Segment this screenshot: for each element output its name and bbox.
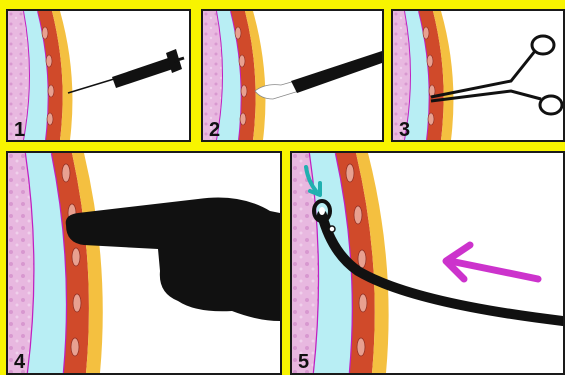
panel-5-chest-tube: 5 xyxy=(290,151,565,375)
panel-number: 2 xyxy=(209,119,220,140)
panel-2-scalpel: 2 xyxy=(201,9,384,142)
panel-3-drawing: 3 xyxy=(393,11,563,140)
chest-wall-layers xyxy=(8,153,103,373)
panel-2-drawing: 2 xyxy=(203,11,382,140)
panel-number: 5 xyxy=(298,351,309,373)
panel-4-finger: 4 xyxy=(6,151,282,375)
panel-3-forceps: 3 xyxy=(391,9,565,142)
magenta-arrow-icon xyxy=(446,245,538,279)
panel-1-needle: 1 xyxy=(6,9,191,142)
panel-number: 3 xyxy=(399,119,410,140)
panel-4-drawing: 4 xyxy=(8,153,280,373)
chest-wall-layers xyxy=(292,153,389,373)
panel-number: 1 xyxy=(14,119,25,140)
scalpel-icon xyxy=(255,51,382,99)
panel-1-drawing: 1 xyxy=(8,11,189,140)
panel-number: 4 xyxy=(14,351,26,373)
panel-5-drawing: 5 xyxy=(292,153,563,373)
syringe-icon xyxy=(68,49,184,93)
